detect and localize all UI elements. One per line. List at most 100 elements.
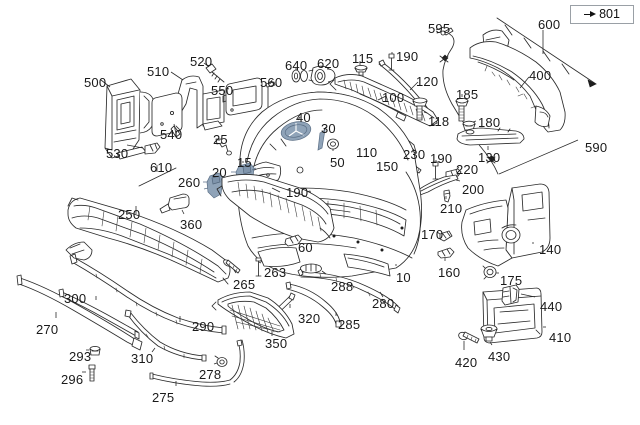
callout-285[interactable]: 285 bbox=[338, 317, 361, 332]
hose-marker-a bbox=[439, 54, 449, 63]
callout-15[interactable]: 15 bbox=[237, 155, 252, 170]
part-278-clip bbox=[213, 355, 228, 367]
callout-275[interactable]: 275 bbox=[152, 390, 175, 405]
callout-310[interactable]: 310 bbox=[131, 351, 154, 366]
callout-350[interactable]: 350 bbox=[265, 336, 288, 351]
callout-430[interactable]: 430 bbox=[488, 349, 511, 364]
callout-30[interactable]: 30 bbox=[321, 121, 336, 136]
callout-150[interactable]: 150 bbox=[376, 159, 399, 174]
part-170-clip bbox=[436, 230, 453, 242]
part-350-grille-mesh bbox=[211, 291, 295, 339]
callout-140[interactable]: 140 bbox=[539, 242, 562, 257]
callout-20[interactable]: 20 bbox=[212, 165, 227, 180]
part-40-star-emblem bbox=[280, 116, 312, 141]
right-arrow-icon bbox=[584, 10, 597, 19]
part-100-air-guide-upper bbox=[329, 73, 439, 127]
callout-530[interactable]: 530 bbox=[106, 146, 129, 161]
part-175-grommet bbox=[482, 265, 499, 280]
part-293-grommet bbox=[86, 345, 101, 356]
callout-170[interactable]: 170 bbox=[421, 227, 444, 242]
hose-marker-b bbox=[486, 155, 496, 164]
callout-60[interactable]: 60 bbox=[298, 240, 313, 255]
callout-320[interactable]: 320 bbox=[298, 311, 321, 326]
callout-190-mid[interactable]: 190 bbox=[430, 151, 453, 166]
part-310-trim-strip bbox=[124, 309, 207, 362]
group-badge-number: 801 bbox=[599, 7, 620, 22]
callout-278[interactable]: 278 bbox=[199, 367, 222, 382]
callout-560[interactable]: 560 bbox=[260, 75, 283, 90]
callout-410[interactable]: 410 bbox=[549, 330, 572, 345]
part-620-nozzle bbox=[308, 65, 336, 86]
part-360-sensor bbox=[159, 193, 190, 215]
callout-265[interactable]: 265 bbox=[233, 277, 256, 292]
callout-420[interactable]: 420 bbox=[455, 355, 478, 370]
callout-540[interactable]: 540 bbox=[160, 127, 183, 142]
part-288-clip bbox=[300, 263, 327, 275]
callout-360[interactable]: 360 bbox=[180, 217, 203, 232]
callout-180[interactable]: 180 bbox=[478, 115, 501, 130]
callout-288[interactable]: 288 bbox=[331, 279, 354, 294]
callout-115[interactable]: 115 bbox=[352, 51, 374, 66]
callout-263[interactable]: 263 bbox=[264, 265, 287, 280]
callout-590[interactable]: 590 bbox=[585, 140, 608, 155]
part-610-leader bbox=[138, 165, 177, 187]
callout-260[interactable]: 260 bbox=[178, 175, 201, 190]
callout-200[interactable]: 200 bbox=[462, 182, 485, 197]
part-640-grommet bbox=[291, 68, 308, 83]
callout-510[interactable]: 510 bbox=[147, 64, 170, 79]
callout-250[interactable]: 250 bbox=[118, 207, 141, 222]
callout-130[interactable]: 130 bbox=[478, 150, 501, 165]
callout-296[interactable]: 296 bbox=[61, 372, 84, 387]
part-140-wheel-arch-liner bbox=[461, 183, 551, 267]
callout-190-top[interactable]: 190 bbox=[396, 49, 419, 64]
callout-595[interactable]: 595 bbox=[428, 21, 451, 36]
part-590-washer-hose bbox=[435, 26, 579, 175]
callout-50[interactable]: 50 bbox=[330, 155, 345, 170]
callout-520[interactable]: 520 bbox=[190, 54, 213, 69]
callout-190-bumper[interactable]: 190 bbox=[286, 185, 309, 200]
part-296-screw bbox=[82, 364, 96, 382]
part-265-screw bbox=[223, 259, 241, 274]
part-300-trim-strip bbox=[58, 288, 140, 340]
part-185-bolt bbox=[455, 94, 469, 122]
callout-210[interactable]: 210 bbox=[440, 201, 463, 216]
callout-230[interactable]: 230 bbox=[403, 147, 426, 162]
callout-290[interactable]: 290 bbox=[192, 319, 215, 334]
part-550-housing bbox=[222, 77, 263, 116]
callout-175[interactable]: 175 bbox=[500, 273, 523, 288]
callout-185[interactable]: 185 bbox=[456, 87, 479, 102]
callout-160[interactable]: 160 bbox=[438, 265, 461, 280]
callout-610[interactable]: 610 bbox=[150, 160, 173, 175]
part-275-trim-strip bbox=[149, 339, 245, 387]
callout-118[interactable]: 118 bbox=[428, 114, 450, 129]
part-440-clip bbox=[501, 284, 536, 306]
callout-280[interactable]: 280 bbox=[372, 296, 395, 311]
part-210-clip bbox=[443, 189, 451, 203]
group-badge[interactable]: 801 bbox=[570, 5, 634, 24]
callout-40[interactable]: 40 bbox=[296, 110, 311, 125]
callout-25[interactable]: 25 bbox=[213, 132, 228, 147]
part-25-clip bbox=[215, 138, 232, 156]
part-285-trim-strip bbox=[285, 281, 342, 328]
callout-293[interactable]: 293 bbox=[69, 349, 92, 364]
callout-620[interactable]: 620 bbox=[317, 56, 340, 71]
callout-400[interactable]: 400 bbox=[529, 68, 552, 83]
callout-640[interactable]: 640 bbox=[285, 58, 308, 73]
part-520-screw bbox=[203, 62, 225, 83]
callout-440[interactable]: 440 bbox=[540, 299, 563, 314]
part-540-cover-plate bbox=[151, 92, 183, 138]
callout-100[interactable]: 100 bbox=[382, 90, 405, 105]
callout-220[interactable]: 220 bbox=[456, 162, 479, 177]
part-190-screw-top bbox=[388, 52, 395, 71]
callout-10[interactable]: 10 bbox=[396, 270, 411, 285]
callout-300[interactable]: 300 bbox=[64, 291, 87, 306]
part-200-strip bbox=[417, 174, 461, 196]
part-280-trim-strip bbox=[297, 268, 401, 314]
callout-500[interactable]: 500 bbox=[84, 75, 107, 90]
callout-120[interactable]: 120 bbox=[416, 74, 439, 89]
callout-600[interactable]: 600 bbox=[538, 17, 561, 32]
callout-550[interactable]: 550 bbox=[211, 83, 234, 98]
callout-110[interactable]: 110 bbox=[356, 145, 378, 160]
callout-270[interactable]: 270 bbox=[36, 322, 59, 337]
